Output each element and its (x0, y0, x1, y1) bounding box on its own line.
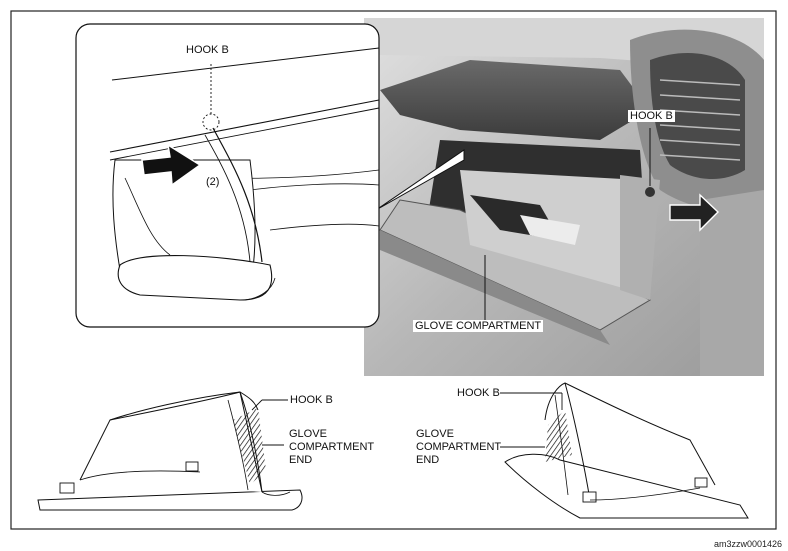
photo-glove-label: GLOVE COMPARTMENT (413, 320, 544, 332)
left-glove-label-line3: END (289, 454, 313, 466)
left-glove-label-line1: GLOVE (289, 428, 327, 440)
glove-box-left-drawing (37, 391, 303, 511)
inset-hook-label: HOOK B (186, 44, 229, 56)
right-hook-label: HOOK B (457, 387, 500, 399)
left-glove-label-line2: COMPARTMENT (289, 441, 375, 453)
glove-box-right-drawing (500, 382, 749, 519)
right-glove-label-line1: GLOVE (416, 428, 454, 440)
left-hook-label: HOOK B (290, 394, 333, 406)
inset-step-label: (2) (206, 176, 220, 188)
right-glove-label-line3: END (416, 454, 440, 466)
dashboard-photo (364, 18, 764, 376)
hook-inset-callout (75, 23, 465, 328)
right-glove-label-line2: COMPARTMENT (416, 441, 502, 453)
photo-hook-label: HOOK B (628, 110, 675, 122)
reference-code: am3zzw0001426 (713, 539, 782, 549)
